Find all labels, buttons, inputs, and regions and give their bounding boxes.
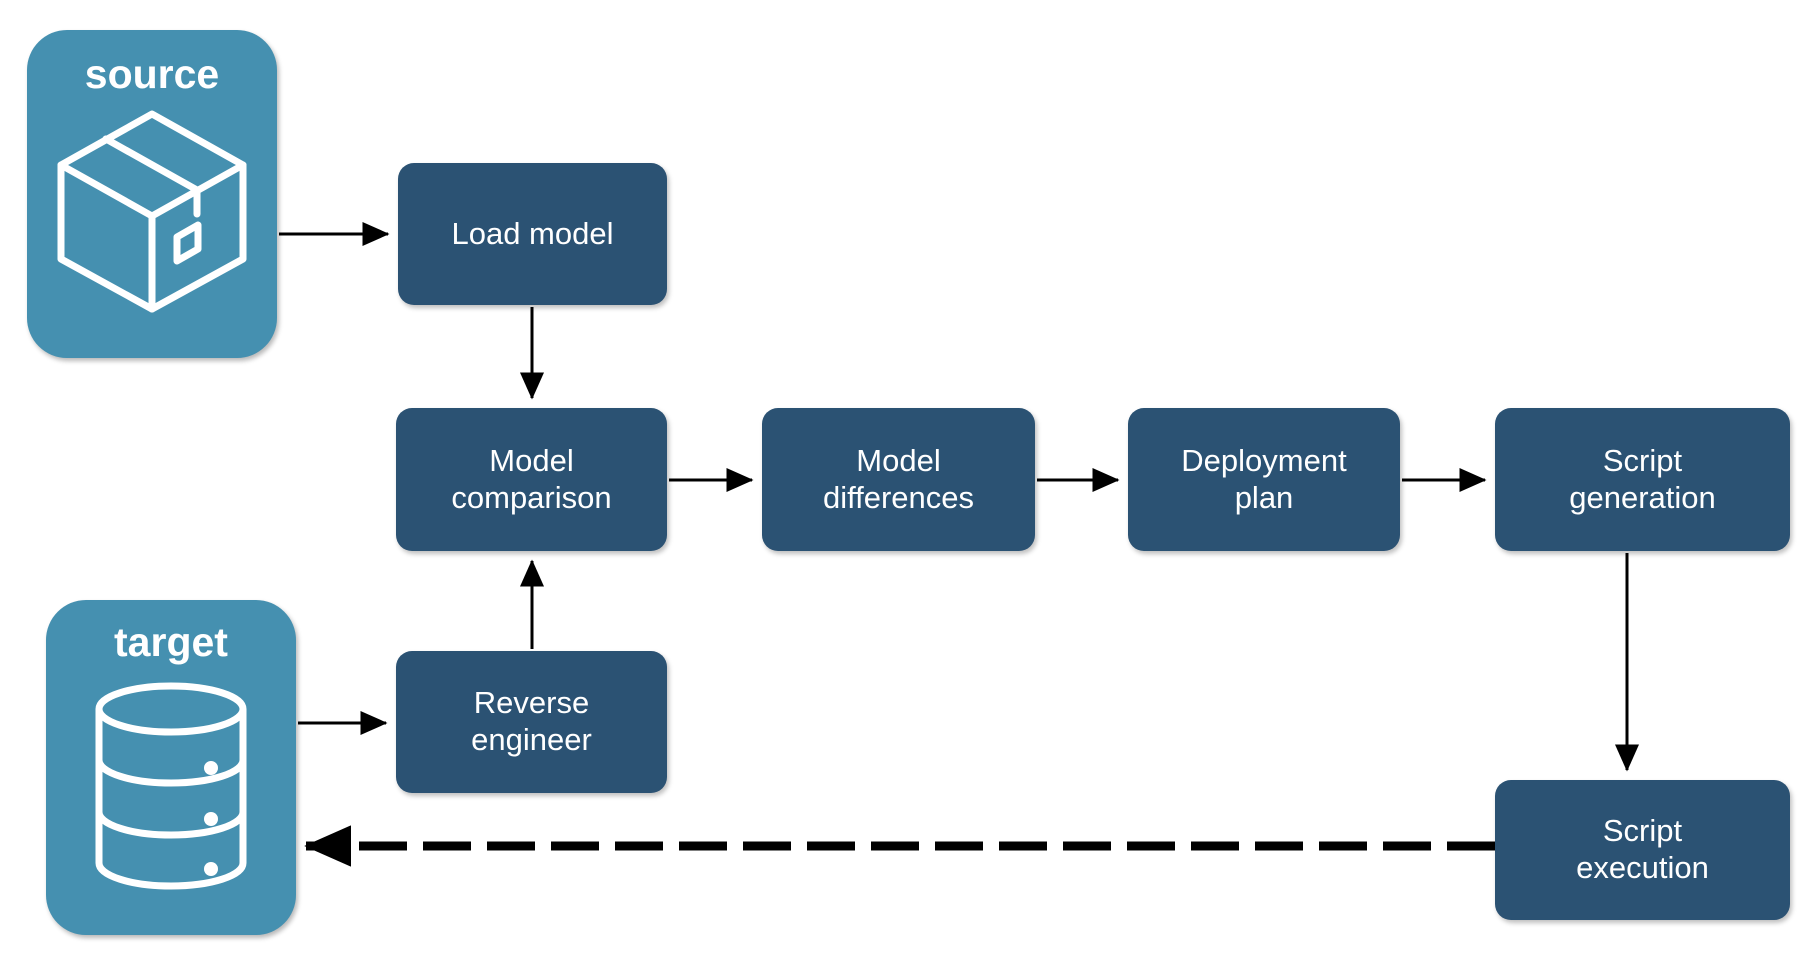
process-box-script-generation[interactable]: Script generation [1495,408,1790,551]
source-label: source [84,51,220,97]
process-box-model-comparison[interactable]: Model comparison [396,408,667,551]
source-endpoint-card[interactable]: source [27,30,277,358]
process-box-model-differences[interactable]: Model differences [762,408,1035,551]
process-label-script-generation: Script generation [1569,442,1716,515]
process-label-deployment-plan: Deployment plan [1181,442,1347,515]
process-label-load-model: Load model [451,215,614,251]
target-label: target [114,619,228,665]
target-endpoint-card[interactable]: target [46,600,296,935]
process-box-reverse-engineer[interactable]: Reverse engineer [396,651,667,793]
process-label-reverse-engineer: Reverse engineer [471,685,592,757]
process-box-load-model[interactable]: Load model [398,163,667,305]
process-box-deployment-plan[interactable]: Deployment plan [1128,408,1400,551]
process-label-model-differences: Model differences [822,442,975,515]
process-box-script-execution[interactable]: Script execution [1495,780,1790,920]
process-label-script-execution: Script execution [1576,813,1709,885]
package-box-icon [57,110,247,313]
database-cylinder-icon [95,682,247,890]
process-label-model-comparison: Model comparison [451,442,612,515]
